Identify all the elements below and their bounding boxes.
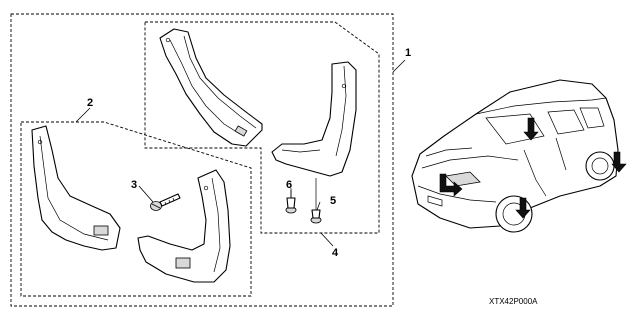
clip-a-part (285, 188, 297, 214)
callout-kit: 1 (405, 47, 411, 59)
front-mud-guard-right (137, 169, 231, 283)
kit-boundary (10, 13, 394, 307)
suv-vehicle-icon (411, 79, 619, 233)
arrow-front-left (439, 173, 463, 197)
leader-rear-set (320, 232, 334, 247)
clip-b-part (310, 178, 322, 224)
mounting-location-arrow-icon (439, 117, 627, 219)
rear-mud-guard-upper (159, 28, 263, 147)
callout-clip-a: 6 (286, 179, 292, 191)
rear-mud-guard-lower (271, 61, 357, 177)
leader-kit (392, 59, 406, 73)
callout-clip-b: 5 (330, 195, 336, 207)
callout-rear-set: 4 (332, 247, 339, 259)
leader-front-set (75, 107, 91, 123)
leader-screw (138, 185, 154, 203)
screw-part (150, 193, 181, 211)
front-mud-guard-left (31, 125, 121, 251)
callout-front-set: 2 (87, 97, 93, 109)
diagram-code: XTX42P000A (489, 297, 538, 306)
arrow-rear-right (611, 151, 627, 173)
arrow-rear-left (515, 197, 531, 219)
callout-screw: 3 (131, 179, 137, 191)
leader-clip-b (316, 201, 321, 211)
arrow-front-right (523, 117, 539, 141)
rear-set-boundary (144, 21, 380, 234)
front-set-boundary (20, 121, 252, 297)
